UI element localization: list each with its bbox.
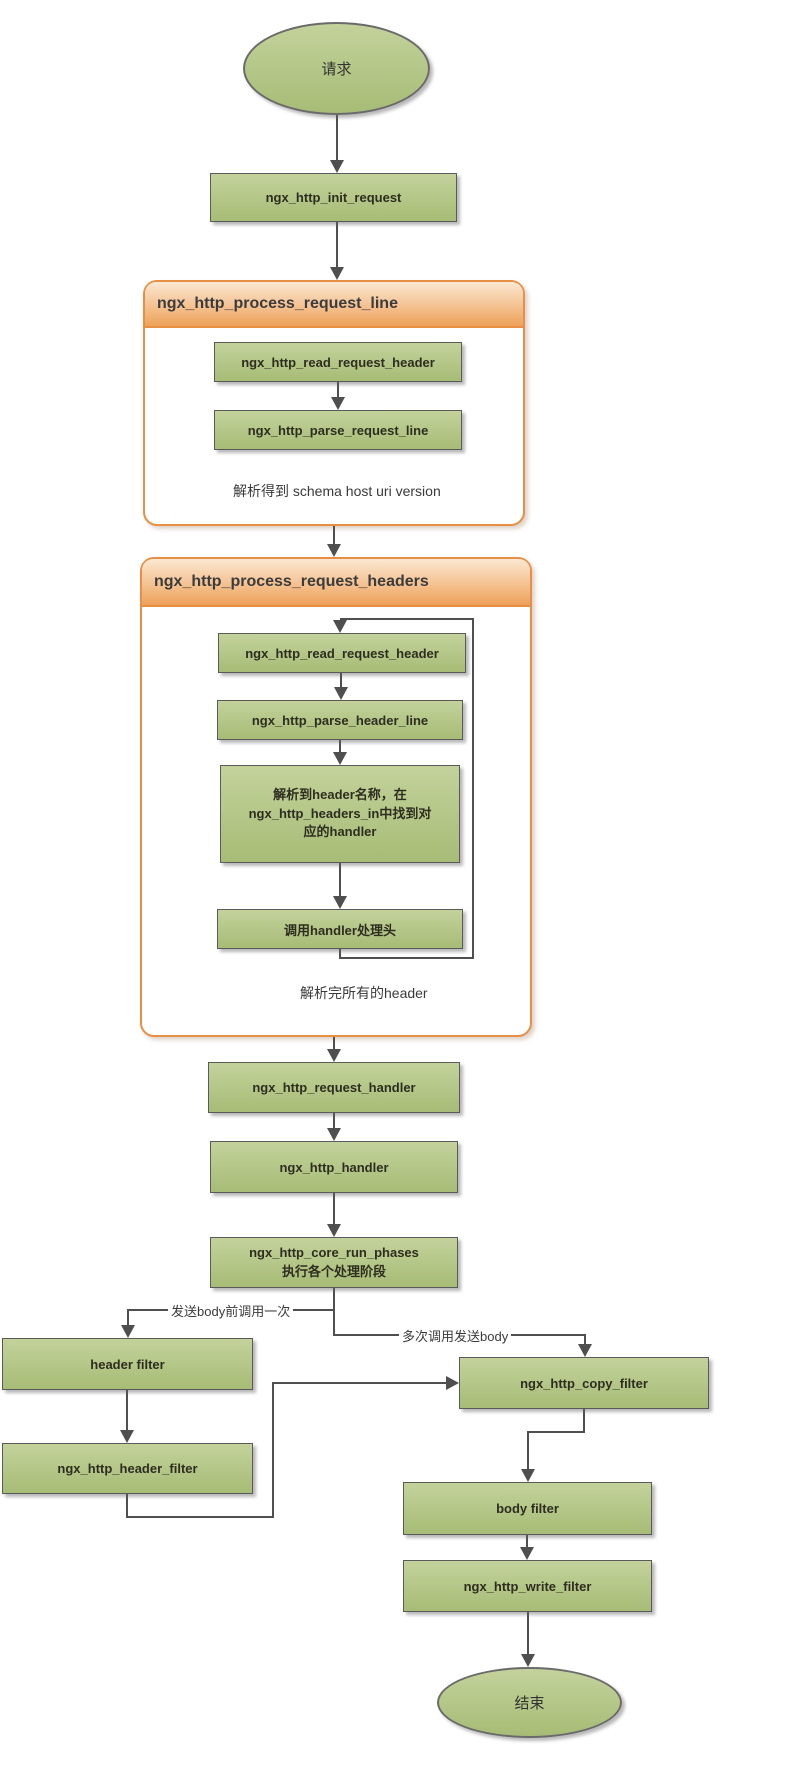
path-hf-to-copy-line — [272, 1382, 446, 1384]
connector-c2-parse-find — [339, 740, 341, 753]
ngx-header-filter-label: ngx_http_header_filter — [57, 1461, 198, 1476]
connector-c2-read-parse — [340, 673, 342, 687]
c1-parse-request-line-label: ngx_http_parse_request_line — [247, 422, 429, 438]
http-handler-node: ngx_http_handler — [210, 1141, 458, 1193]
arrowhead-c1-read-parse — [331, 397, 345, 410]
container-process-request-headers-header: ngx_http_process_request_headers — [142, 559, 530, 607]
connector-headerfilter-ngxheaderfilter — [126, 1390, 128, 1432]
arrowhead-c2-parse-find — [333, 752, 347, 765]
connector-start-init — [336, 115, 338, 162]
container-process-request-line-header: ngx_http_process_request_line — [145, 282, 523, 328]
c2-parse-header-line-node: ngx_http_parse_header_line — [217, 700, 463, 740]
arrowhead-c2-reqhandler — [327, 1049, 341, 1062]
path-copy-to-body-line — [527, 1431, 529, 1471]
body-filter-node: body filter — [403, 1482, 652, 1535]
arrowhead-branch-right — [578, 1344, 592, 1357]
loop-bottom-line — [340, 957, 474, 959]
copy-filter-node: ngx_http_copy_filter — [459, 1357, 709, 1409]
arrowhead-writefilter-end — [521, 1654, 535, 1667]
c2-find-handler-line2: ngx_http_headers_in中找到对 — [248, 805, 432, 821]
c2-read-request-header-label: ngx_http_read_request_header — [245, 645, 439, 661]
c1-note: 解析得到 schema host uri version — [233, 483, 441, 499]
c1-parse-request-line-node: ngx_http_parse_request_line — [214, 410, 462, 450]
path-copy-jog-line — [527, 1431, 585, 1433]
branch-right-label: 多次调用发送body — [399, 1326, 512, 1345]
c2-find-handler-node: 解析到header名称，在 ngx_http_headers_in中找到对 应的… — [220, 765, 460, 863]
c2-call-handler-label: 调用handler处理头 — [284, 922, 396, 938]
c1-read-request-header-label: ngx_http_read_request_header — [241, 354, 435, 370]
branch-left-corner-line — [127, 1309, 129, 1327]
request-handler-node: ngx_http_request_handler — [208, 1062, 460, 1113]
arrowhead-start-init — [330, 160, 344, 173]
connector-bodyfilter-writefilter — [526, 1535, 528, 1549]
header-filter-node: header filter — [2, 1338, 253, 1390]
container-process-request-line-title: ngx_http_process_request_line — [157, 295, 398, 312]
connector-c1-c2 — [333, 526, 335, 546]
end-node: 结束 — [437, 1667, 622, 1738]
path-hf-down-line — [126, 1494, 128, 1518]
arrowhead-init-container1 — [330, 267, 344, 280]
container-process-request-line: ngx_http_process_request_line — [143, 280, 525, 526]
path-hf-up-line — [272, 1382, 274, 1518]
write-filter-node: ngx_http_write_filter — [403, 1560, 652, 1612]
c2-parse-header-line-label: ngx_http_parse_header_line — [251, 712, 429, 728]
arrowhead-branch-left — [121, 1325, 135, 1338]
branch-stem-line — [333, 1288, 335, 1336]
arrowhead-c1-c2 — [327, 544, 341, 557]
init-request-node: ngx_http_init_request — [210, 173, 457, 222]
arrowhead-c2-read-parse — [334, 687, 348, 700]
body-filter-label: body filter — [496, 1501, 559, 1516]
path-copy-down-line — [583, 1409, 585, 1433]
request-handler-label: ngx_http_request_handler — [252, 1080, 416, 1095]
connector-c2-reqhandler — [333, 1037, 335, 1050]
http-handler-label: ngx_http_handler — [279, 1159, 389, 1175]
arrowhead-bodyfilter-writefilter — [520, 1547, 534, 1560]
branch-right-corner-line — [584, 1334, 586, 1346]
arrowhead-handler-core — [327, 1224, 341, 1237]
ngx-header-filter-node: ngx_http_header_filter — [2, 1443, 253, 1494]
c1-read-request-header-node: ngx_http_read_request_header — [214, 342, 462, 382]
loop-stub-line — [339, 949, 341, 959]
arrowhead-c2-find-call — [333, 896, 347, 909]
connector-c1-read-parse — [337, 382, 339, 399]
arrowhead-into-copy-filter — [446, 1376, 459, 1390]
start-node: 请求 — [243, 22, 430, 115]
loop-right-line — [472, 618, 474, 959]
arrowhead-loop-into-read — [333, 620, 347, 633]
write-filter-label: ngx_http_write_filter — [463, 1578, 592, 1594]
init-request-label: ngx_http_init_request — [265, 190, 402, 205]
c2-find-handler-line1: 解析到header名称，在 — [273, 786, 407, 802]
c2-call-handler-node: 调用handler处理头 — [217, 909, 463, 949]
branch-left-label: 发送body前调用一次 — [168, 1301, 294, 1320]
connector-reqhandler-handler — [333, 1113, 335, 1130]
connector-handler-core — [333, 1193, 335, 1226]
arrowhead-into-body-filter — [521, 1469, 535, 1482]
c2-read-request-header-node: ngx_http_read_request_header — [218, 633, 466, 673]
connector-writefilter-end — [527, 1612, 529, 1656]
path-hf-bottom-line — [126, 1516, 274, 1518]
core-run-phases-node: ngx_http_core_run_phases 执行各个处理阶段 — [210, 1237, 458, 1288]
copy-filter-label: ngx_http_copy_filter — [520, 1375, 648, 1391]
end-node-label: 结束 — [514, 1695, 545, 1712]
core-run-phases-line2: 执行各个处理阶段 — [281, 1263, 386, 1279]
connector-c2-find-call — [339, 863, 341, 897]
arrowhead-reqhandler-handler — [327, 1128, 341, 1141]
start-node-label: 请求 — [321, 61, 352, 78]
arrowhead-headerfilter-ngxheaderfilter — [120, 1430, 134, 1443]
container-process-request-headers-title: ngx_http_process_request_headers — [154, 573, 429, 590]
core-run-phases-line1: ngx_http_core_run_phases — [249, 1244, 419, 1260]
c2-find-handler-line3: 应的handler — [303, 824, 377, 840]
connector-init-container1 — [336, 222, 338, 269]
header-filter-label: header filter — [90, 1356, 165, 1372]
loop-top-line — [340, 618, 474, 620]
c2-note: 解析完所有的header — [300, 985, 428, 1001]
